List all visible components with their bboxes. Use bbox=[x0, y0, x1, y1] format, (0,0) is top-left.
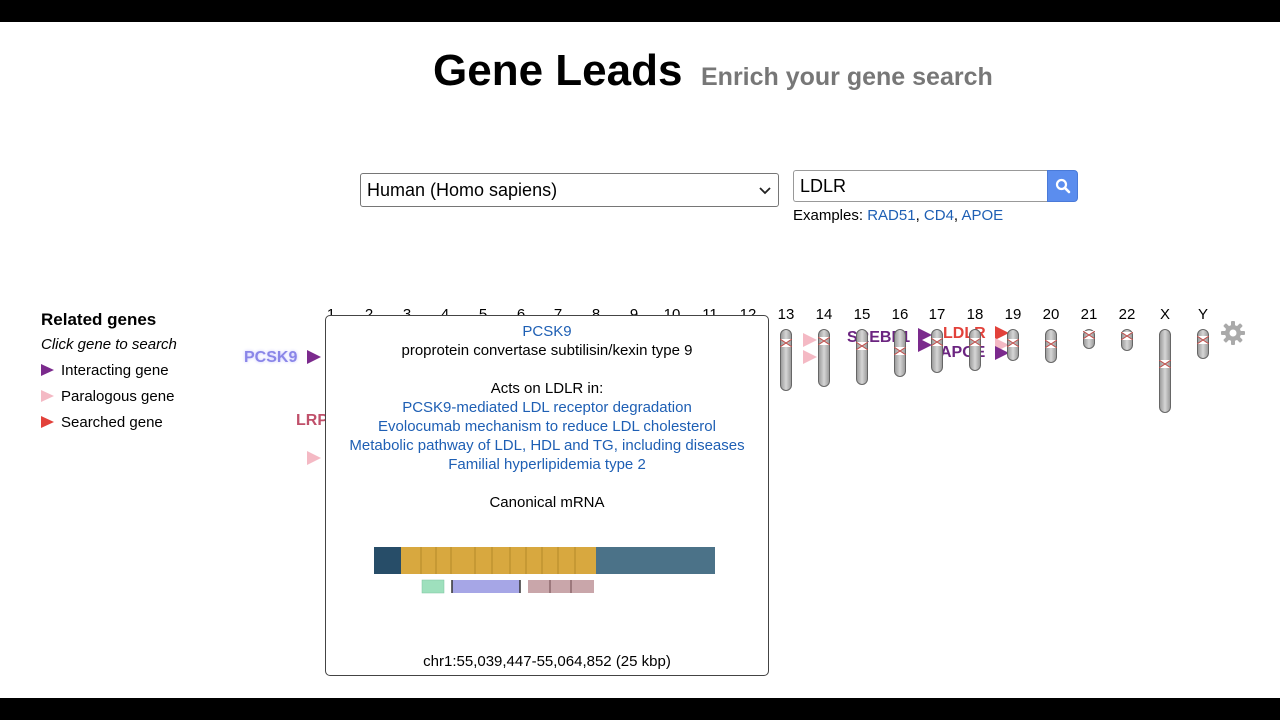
chromosome-label-13[interactable]: 13 bbox=[777, 306, 795, 323]
legend-label: Searched gene bbox=[61, 413, 163, 431]
chromosome-label-14[interactable]: 14 bbox=[815, 306, 833, 323]
chromosome-label-5[interactable]: 5 bbox=[468, 306, 498, 323]
centromere-mark bbox=[1121, 332, 1133, 340]
tooltip-genomic-location: chr1:55,039,447-55,064,852 (25 kbp) bbox=[423, 653, 671, 670]
example-link-rad51[interactable]: RAD51 bbox=[867, 207, 916, 224]
domain-signal bbox=[421, 579, 445, 594]
chromosome-x[interactable] bbox=[1159, 329, 1171, 413]
tooltip-transcript-label: Canonical mRNA bbox=[489, 494, 605, 511]
chromosome-label-8[interactable]: 8 bbox=[581, 306, 611, 323]
chromosome-15[interactable] bbox=[856, 329, 868, 385]
centromere-mark bbox=[1159, 360, 1171, 368]
organism-select-value: Human (Homo sapiens) bbox=[367, 179, 558, 200]
gene-label-pcsk9[interactable]: PCSK9 bbox=[244, 349, 298, 366]
chromosome-17[interactable] bbox=[931, 329, 943, 373]
chromosome-label-16[interactable]: 16 bbox=[891, 306, 909, 323]
related-genes-panel: Related genes Click gene to search Inter… bbox=[41, 310, 241, 431]
centromere-mark bbox=[1007, 339, 1019, 347]
paralogous-gene-marker[interactable] bbox=[307, 451, 321, 465]
pathway-link[interactable]: Familial hyperlipidemia type 2 bbox=[448, 456, 646, 473]
legend-label: Paralogous gene bbox=[61, 387, 175, 405]
cds-segment bbox=[401, 547, 596, 574]
page-subtitle: Enrich your gene search bbox=[701, 63, 993, 91]
chromosome-label-19[interactable]: 19 bbox=[1004, 306, 1022, 323]
chromosome-label-20[interactable]: 20 bbox=[1042, 306, 1060, 323]
interacting-gene-marker[interactable] bbox=[918, 338, 932, 352]
centromere-mark bbox=[1045, 340, 1057, 348]
chromosome-label-22[interactable]: 22 bbox=[1118, 306, 1136, 323]
chromosome-21[interactable] bbox=[1083, 329, 1095, 349]
chromosome-label-2[interactable]: 2 bbox=[354, 306, 384, 323]
interacting-marker-icon bbox=[41, 364, 54, 376]
example-link-apoe[interactable]: APOE bbox=[961, 207, 1004, 224]
pathway-link[interactable]: Metabolic pathway of LDL, HDL and TG, in… bbox=[349, 437, 745, 454]
utr3-segment bbox=[596, 547, 715, 574]
gear-icon[interactable] bbox=[1220, 320, 1246, 346]
legend-paralogous: Paralogous gene bbox=[41, 387, 241, 405]
organism-select[interactable]: Human (Homo sapiens) bbox=[360, 173, 779, 207]
legend-interacting: Interacting gene bbox=[41, 361, 241, 379]
tooltip-gene-link[interactable]: PCSK9 bbox=[522, 323, 572, 340]
pathway-link[interactable]: Evolocumab mechanism to reduce LDL chole… bbox=[378, 418, 716, 435]
gene-search-input[interactable] bbox=[793, 170, 1047, 202]
paralogous-gene-marker[interactable] bbox=[803, 333, 817, 347]
centromere-mark bbox=[894, 347, 906, 355]
legend-label: Interacting gene bbox=[61, 361, 169, 379]
chromosome-label-21[interactable]: 21 bbox=[1080, 306, 1098, 323]
related-genes-title: Related genes bbox=[41, 310, 157, 329]
interacting-gene-marker[interactable] bbox=[307, 350, 321, 364]
chromosome-y[interactable] bbox=[1197, 329, 1209, 359]
example-link-cd4[interactable]: CD4 bbox=[923, 207, 954, 224]
tooltip-acts-on: Acts on LDLR in: bbox=[490, 380, 604, 397]
chromosome-label-x[interactable]: X bbox=[1159, 306, 1170, 323]
search-icon bbox=[1055, 178, 1070, 194]
centromere-mark bbox=[969, 338, 981, 346]
centromere-mark bbox=[818, 337, 830, 345]
transcript-diagram bbox=[374, 547, 715, 594]
centromere-mark bbox=[780, 339, 792, 347]
chromosome-label-3[interactable]: 3 bbox=[392, 306, 422, 323]
paralogous-gene-marker[interactable] bbox=[803, 350, 817, 364]
chromosome-label-18[interactable]: 18 bbox=[966, 306, 984, 323]
chromosome-label-1[interactable]: 1 bbox=[316, 306, 346, 323]
chromosome-label-7[interactable]: 7 bbox=[543, 306, 573, 323]
search-button[interactable] bbox=[1047, 170, 1078, 202]
centromere-mark bbox=[856, 342, 868, 350]
tooltip-gene-full-name: proprotein convertase subtilisin/kexin t… bbox=[401, 342, 693, 359]
chromosome-label-y[interactable]: Y bbox=[1197, 306, 1208, 323]
chromosome-label-15[interactable]: 15 bbox=[853, 306, 871, 323]
chromosome-label-9[interactable]: 9 bbox=[619, 306, 649, 323]
chromosome-label-6[interactable]: 6 bbox=[506, 306, 536, 323]
related-genes-hint: Click gene to search bbox=[41, 336, 177, 353]
centromere-mark bbox=[931, 338, 943, 346]
chromosome-label-4[interactable]: 4 bbox=[430, 306, 460, 323]
page-title: Gene Leads bbox=[433, 46, 683, 95]
centromere-mark bbox=[1083, 331, 1095, 339]
chromosome-18[interactable] bbox=[969, 329, 981, 371]
domain-cterminal bbox=[528, 580, 594, 593]
paralogous-marker-icon bbox=[41, 390, 54, 402]
gene-label-lrp[interactable]: LRP bbox=[296, 412, 328, 429]
chevron-down-icon bbox=[759, 187, 771, 195]
examples-label: Examples: bbox=[793, 207, 864, 224]
gene-tooltip: PCSK9 proprotein convertase subtilisin/k… bbox=[325, 315, 769, 676]
chromosome-label-17[interactable]: 17 bbox=[928, 306, 946, 323]
domain-peptidase bbox=[452, 580, 520, 593]
pathway-link[interactable]: PCSK9-mediated LDL receptor degradation bbox=[402, 399, 692, 416]
legend-searched: Searched gene bbox=[41, 413, 241, 431]
searched-marker-icon bbox=[41, 416, 54, 428]
searched-gene-marker[interactable] bbox=[995, 326, 1009, 340]
search-examples: Examples: RAD51, CD4, APOE bbox=[793, 207, 1004, 224]
gene-leads-page: Gene Leads Enrich your gene search Human… bbox=[0, 22, 1280, 698]
interacting-gene-marker[interactable] bbox=[995, 346, 1009, 360]
utr5-segment bbox=[374, 547, 401, 574]
centromere-mark bbox=[1197, 336, 1209, 344]
